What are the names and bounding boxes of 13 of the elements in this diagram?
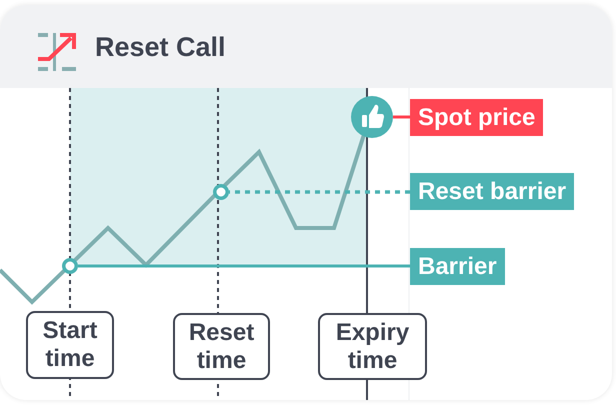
time-label: Expiry time: [318, 313, 427, 380]
leader-line: [78, 264, 410, 268]
line-label: Spot price: [410, 99, 544, 136]
thumbs-up-icon: [351, 96, 393, 138]
line-label: Barrier: [410, 248, 505, 285]
leader-line: [229, 190, 410, 194]
point-marker-icon: [62, 258, 78, 274]
title: Reset Call: [95, 31, 226, 64]
leader-line: [393, 116, 410, 118]
time-label: Reset time: [173, 313, 270, 380]
time-label: Start time: [26, 311, 114, 379]
line-label: Reset barrier: [410, 173, 574, 210]
point-marker-icon: [213, 184, 229, 200]
